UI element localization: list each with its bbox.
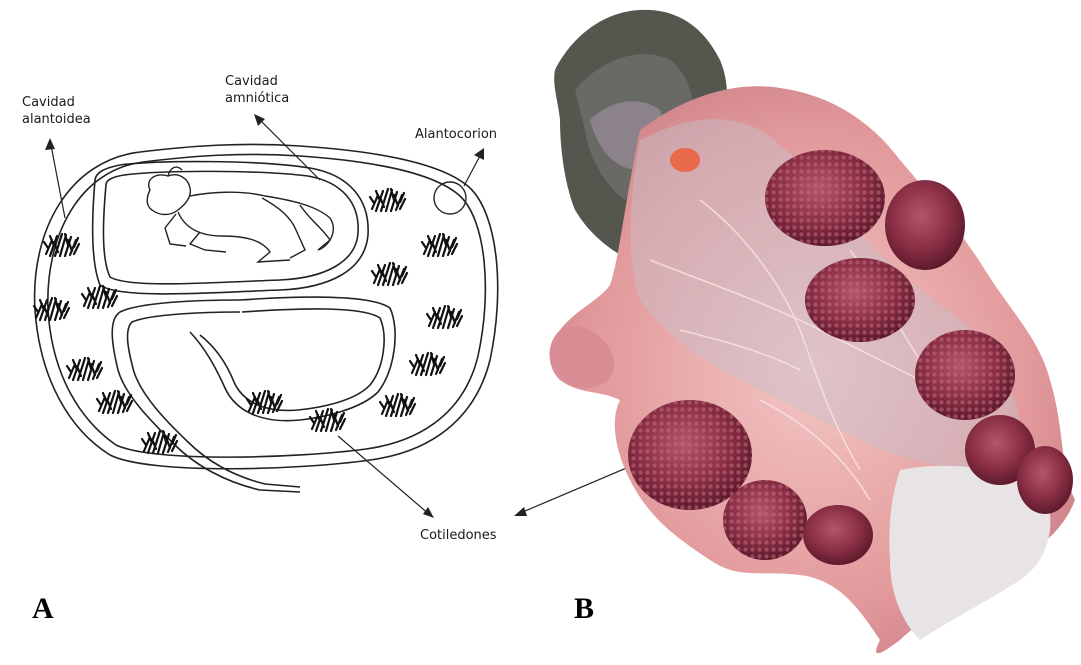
cotyledon-photo-9 — [1017, 446, 1073, 514]
tuft-13 — [247, 391, 282, 413]
label-cavidad-amniotica-line2: amniótica — [225, 90, 289, 107]
label-cavidad-amniotica-line1: Cavidad — [225, 73, 289, 90]
cotyledon-photo-8 — [803, 505, 873, 565]
tuft-11 — [410, 353, 445, 375]
cotyledon-tufts — [34, 189, 462, 453]
diagram-panel-a — [35, 144, 498, 492]
allantois-sac — [190, 297, 395, 421]
fetus-sketch — [147, 167, 333, 262]
placenta-photo-panel-b — [549, 10, 1075, 653]
tuft-6 — [142, 431, 177, 453]
tuft-4 — [67, 358, 102, 380]
tuft-10 — [427, 306, 462, 328]
label-cavidad-alantoidea-line1: Cavidad — [22, 94, 91, 111]
tuft-5 — [97, 391, 132, 413]
arrow-amniotica — [258, 118, 320, 180]
label-cavidad-alantoidea: Cavidad alantoidea — [22, 94, 91, 128]
panel-label-b: B — [574, 592, 594, 626]
allantois-stalk-2 — [128, 312, 300, 487]
allantois-sac-2 — [200, 309, 384, 411]
annotation-arrows — [45, 114, 650, 518]
tuft-2 — [34, 298, 69, 320]
tuft-8 — [422, 234, 457, 256]
tuft-9 — [372, 263, 407, 285]
orange-spot — [670, 148, 700, 172]
tuft-7 — [370, 189, 405, 211]
label-cavidad-alantoidea-line2: alantoidea — [22, 111, 91, 128]
label-cavidad-amniotica: Cavidad amniótica — [225, 73, 289, 107]
tuft-12 — [380, 394, 415, 416]
tuft-1 — [44, 234, 79, 256]
panel-label-a: A — [32, 592, 54, 626]
label-cotiledones: Cotiledones — [420, 527, 497, 544]
cotyledon-photo-2 — [885, 180, 965, 270]
label-alantocorion: Alantocorion — [415, 126, 497, 143]
